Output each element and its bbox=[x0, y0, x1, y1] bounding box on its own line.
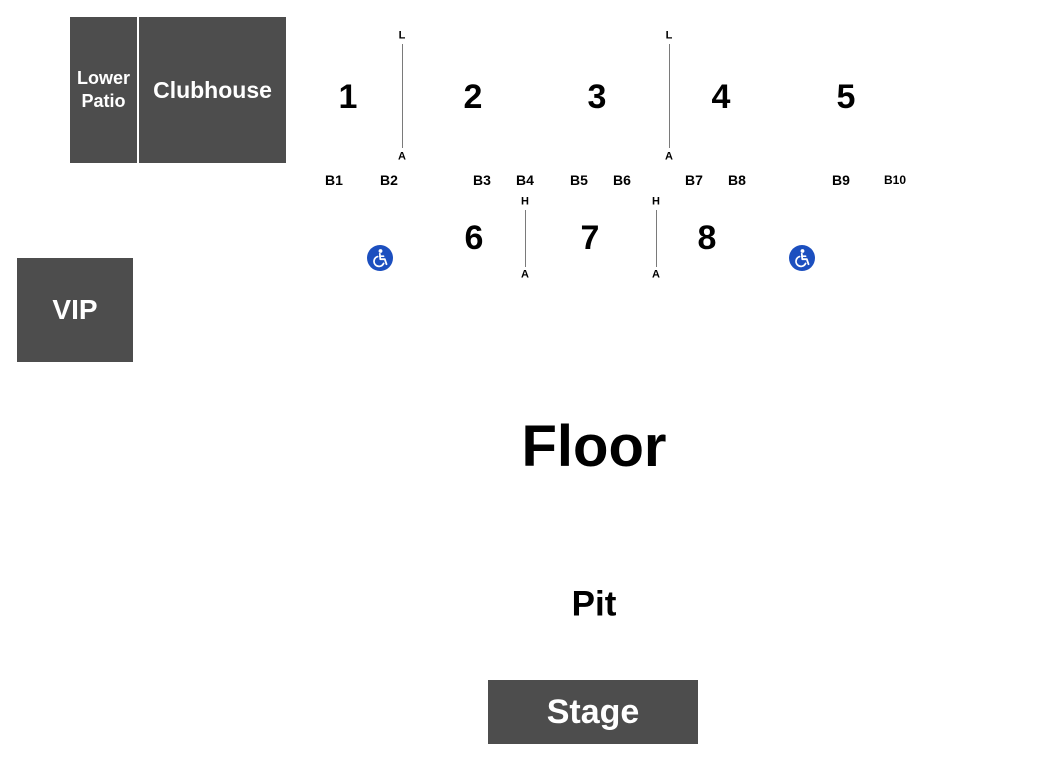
section-7[interactable]: 7 bbox=[580, 219, 600, 257]
section-2[interactable]: 2 bbox=[463, 78, 483, 116]
aisle-row-top-marker: H bbox=[652, 195, 660, 208]
aisle-row-top-marker: L bbox=[398, 29, 406, 42]
box-b1[interactable]: B1 bbox=[325, 172, 343, 188]
clubhouse-area[interactable]: Clubhouse bbox=[139, 17, 286, 163]
aisle-row-bottom-marker: A bbox=[398, 150, 406, 163]
vip-label: VIP bbox=[52, 294, 98, 325]
wheelchair-icon[interactable] bbox=[789, 245, 815, 271]
stage-area: Stage bbox=[488, 680, 698, 744]
box-b7[interactable]: B7 bbox=[685, 172, 703, 188]
stage-label: Stage bbox=[546, 692, 640, 731]
box-b9[interactable]: B9 bbox=[832, 172, 850, 188]
section-1[interactable]: 1 bbox=[338, 78, 358, 116]
box-b2[interactable]: B2 bbox=[380, 172, 398, 188]
floor-area-label[interactable]: Floor bbox=[521, 414, 667, 479]
aisle-divider bbox=[402, 44, 403, 148]
pit-area-label[interactable]: Pit bbox=[571, 584, 617, 624]
aisle-divider bbox=[656, 210, 657, 267]
clubhouse-label: Clubhouse bbox=[153, 76, 272, 103]
section-8[interactable]: 8 bbox=[697, 219, 717, 257]
box-b3[interactable]: B3 bbox=[473, 172, 491, 188]
section-3[interactable]: 3 bbox=[587, 78, 607, 116]
section-4[interactable]: 4 bbox=[711, 78, 731, 116]
box-b5[interactable]: B5 bbox=[570, 172, 588, 188]
aisle-divider bbox=[525, 210, 526, 267]
section-6[interactable]: 6 bbox=[464, 219, 484, 257]
aisle-divider bbox=[669, 44, 670, 148]
lower-patio-label: Lower Patio bbox=[76, 67, 130, 111]
aisle-row-top-marker: L bbox=[665, 29, 673, 42]
aisle-row-bottom-marker: A bbox=[521, 268, 529, 281]
box-b10[interactable]: B10 bbox=[883, 173, 907, 187]
vip-area[interactable]: VIP bbox=[17, 258, 133, 362]
aisle-row-top-marker: H bbox=[521, 195, 529, 208]
box-b4[interactable]: B4 bbox=[516, 172, 534, 188]
aisle-row-bottom-marker: A bbox=[652, 268, 660, 281]
box-b6[interactable]: B6 bbox=[613, 172, 631, 188]
aisle-row-bottom-marker: A bbox=[665, 150, 673, 163]
section-5[interactable]: 5 bbox=[836, 78, 856, 116]
wheelchair-icon[interactable] bbox=[367, 245, 393, 271]
lower-patio-area[interactable]: Lower Patio bbox=[70, 17, 137, 163]
box-b8[interactable]: B8 bbox=[728, 172, 746, 188]
